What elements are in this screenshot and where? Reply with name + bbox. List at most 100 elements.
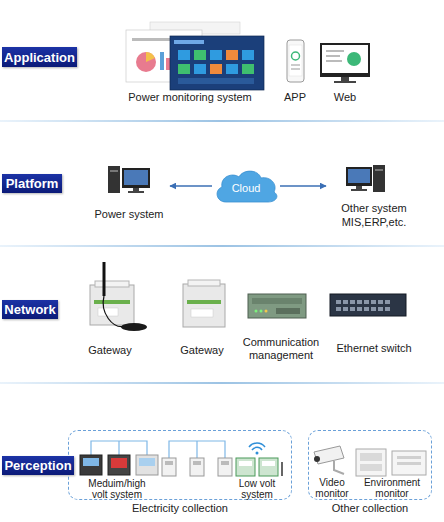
dashboard-illustration: [178, 64, 190, 74]
monitor-icon: [322, 45, 368, 73]
ethernet-switch: [385, 300, 390, 304]
meter-device: [165, 461, 173, 465]
environment-sensor: [360, 453, 382, 461]
environment-sensor: [360, 464, 382, 471]
gateway-device: [183, 280, 225, 327]
phone-icon: [289, 45, 302, 76]
dashboard-illustration: [160, 52, 164, 70]
ethernet-switch: [378, 300, 383, 304]
dashboard-illustration: [226, 64, 238, 74]
layer-title: Network: [4, 302, 55, 317]
monitor-icon: [326, 60, 342, 62]
environment-sensor: [397, 462, 421, 465]
wireless-meter: [236, 458, 255, 476]
bus-wire: [91, 441, 147, 455]
video-camera: [314, 446, 344, 474]
gateway-device: [95, 281, 129, 287]
ethernet-switch: [371, 300, 376, 304]
dashboard-illustration: [136, 52, 156, 72]
device-label: Gateway: [82, 344, 138, 357]
dashboard-illustration: [194, 64, 206, 74]
meter-device: [162, 458, 176, 476]
device-label: Ethernet switch: [326, 342, 422, 355]
layer-separator: [0, 382, 444, 384]
ethernet-switch: [336, 300, 341, 304]
monitor-icon: [326, 50, 344, 52]
communication-device: [260, 310, 263, 313]
wireless-meter: [239, 461, 252, 466]
meter-device: [221, 461, 229, 465]
computer-icon: [351, 189, 367, 191]
device-label: Communication management: [236, 336, 326, 362]
monitor-icon: [320, 43, 370, 83]
dashboard-illustration: [194, 50, 206, 60]
ethernet-switch: [364, 307, 369, 311]
wireless-meter: [256, 452, 259, 455]
communication-device: [276, 308, 300, 314]
gateway-device: [90, 262, 147, 331]
meter-device: [111, 458, 127, 468]
gateway-device: [187, 300, 221, 304]
environment-sensor: [356, 449, 426, 476]
device-label: Environment monitor: [357, 477, 427, 499]
wireless-meter: [252, 447, 262, 450]
wireless-meter: [281, 462, 283, 476]
gateway-device: [103, 262, 106, 296]
meter-device: [80, 455, 158, 475]
ethernet-switch: [364, 300, 369, 304]
ethernet-switch: [350, 307, 355, 311]
layer-label: Perception: [2, 456, 74, 475]
dashboard-illustration: [146, 52, 155, 62]
dashboard-illustration: [126, 22, 264, 90]
environment-sensor: [392, 451, 426, 475]
meter-device: [139, 458, 155, 466]
cloud-shape: [217, 171, 277, 202]
device-label: Video monitor: [311, 477, 353, 499]
system-name: Power system: [88, 207, 170, 221]
gateway-device: [191, 309, 213, 317]
phone-icon: [291, 64, 300, 66]
phone-icon: [287, 40, 304, 82]
communication-device: [255, 310, 258, 313]
dashboard-illustration: [170, 36, 264, 90]
meter-device: [193, 461, 201, 465]
ethernet-switch: [336, 307, 341, 311]
dashboard-illustration: [166, 58, 170, 70]
monitor-icon: [341, 77, 349, 81]
device-label: Gateway: [174, 344, 230, 357]
computer-icon: [124, 170, 148, 185]
dashboard-illustration: [242, 50, 254, 60]
computer-icon: [346, 165, 385, 192]
monitor-icon: [334, 81, 356, 83]
group-title: Electricity collection: [59, 502, 301, 515]
meter-device: [108, 455, 130, 475]
dashboard-illustration: [174, 40, 204, 44]
computer-icon: [346, 167, 372, 186]
wireless-meter: [262, 461, 275, 466]
device-label: Low volt system: [234, 478, 280, 500]
communication-device: [252, 298, 302, 304]
monitor-icon: [347, 52, 361, 66]
phone-icon: [287, 40, 304, 82]
wireless-meter: [249, 443, 265, 447]
layer-separator: [0, 245, 444, 247]
gateway-device: [94, 300, 130, 304]
dashboard-illustration: [242, 64, 254, 74]
device-label: Meduim/high volt system: [82, 478, 152, 500]
environment-sensor: [356, 449, 386, 476]
monitor-icon: [326, 55, 340, 57]
computer-icon: [108, 166, 120, 193]
meter-device: [83, 458, 99, 466]
group-title: Other collection: [299, 502, 441, 515]
computer-icon: [128, 191, 144, 193]
computer-icon: [110, 170, 118, 172]
layer-title: Perception: [4, 458, 71, 473]
communication-device: [265, 310, 268, 313]
video-camera: [314, 446, 344, 464]
communication-device: [248, 294, 306, 318]
system-node: Other system MIS,ERP,etc.: [326, 163, 422, 229]
ethernet-switch: [350, 300, 355, 304]
computer-icon: [356, 186, 362, 189]
